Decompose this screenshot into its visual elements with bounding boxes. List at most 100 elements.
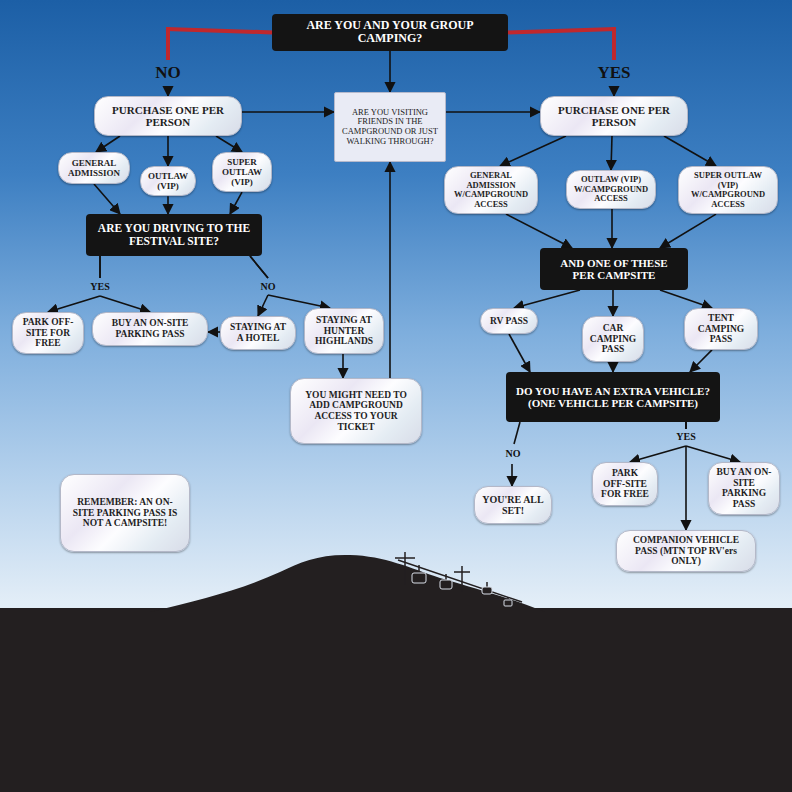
- question-box: AND ONE OF THESE PER CAMPSITE: [540, 248, 688, 290]
- flow-connector: [630, 422, 686, 462]
- flow-connector: [250, 256, 330, 308]
- connector-segment: [685, 422, 687, 429]
- edge-label: NO: [261, 282, 276, 292]
- question-box: ARE YOU DRIVING TO THE FESTIVAL SITE?: [86, 214, 262, 256]
- connector-segment: [514, 290, 580, 308]
- connector-segment: [389, 51, 391, 92]
- flow-connector: [500, 136, 566, 166]
- connector-segment: [342, 354, 344, 378]
- node-text: PURCHASE ONE PER PERSON: [102, 104, 234, 129]
- edge-label: YES: [597, 64, 630, 81]
- option-pill: PURCHASE ONE PER PERSON: [540, 96, 688, 136]
- option-pill: SUPER OUTLAW (VIP): [212, 152, 272, 192]
- option-pill: TENT CAMPING PASS: [684, 308, 758, 350]
- connector-segment: [242, 111, 334, 113]
- node-text: SUPER OUTLAW (VIP): [220, 157, 264, 187]
- option-pill: YOU MIGHT NEED TO ADD CAMPGROUND ACCESS …: [290, 378, 422, 444]
- node-text: ARE YOU AND YOUR GROUP CAMPING?: [280, 19, 500, 46]
- connector-segment: [250, 256, 268, 278]
- edge-label: NO: [506, 449, 521, 459]
- red-bracket-line: [168, 29, 272, 32]
- option-pill: OUTLAW (VIP): [140, 166, 196, 196]
- node-text: OUTLAW (VIP): [148, 171, 188, 191]
- option-pill: RV PASS: [480, 308, 538, 334]
- node-text: BUY AN ON-SITE PARKING PASS: [716, 467, 772, 510]
- flow-connector: [96, 136, 120, 152]
- flow-connector: [216, 136, 242, 152]
- option-pill: STAYING AT HUNTER HIGHLANDS: [304, 308, 384, 354]
- node-text: STAYING AT A HOTEL: [228, 322, 288, 343]
- node-text: GENERAL ADMISSION: [66, 158, 122, 178]
- flow-connector: [506, 214, 572, 248]
- connector-segment: [167, 136, 169, 166]
- connector-segment: [258, 295, 268, 316]
- connector-segment: [167, 86, 169, 96]
- connector-segment: [500, 136, 566, 166]
- ground: [0, 608, 792, 792]
- flow-connector: [509, 334, 530, 372]
- option-pill: CAR CAMPING PASS: [582, 316, 644, 362]
- node-text: ARE YOU VISITING FRIENDS IN THE CAMPGROU…: [342, 108, 438, 146]
- connector-segment: [611, 209, 613, 248]
- node-text: PARK OFF-SITE FOR FREE: [600, 468, 650, 500]
- connector-segment: [611, 136, 612, 170]
- flow-connector: [613, 362, 614, 372]
- connector-segment: [612, 290, 614, 316]
- option-pill: YOU'RE ALL SET!: [474, 486, 552, 524]
- connector-segment: [660, 214, 716, 248]
- edge-label: NO: [155, 64, 181, 81]
- connector-segment: [630, 446, 686, 462]
- mountain: [150, 555, 545, 612]
- node-text: PARK OFF-SITE FOR FREE: [20, 317, 76, 349]
- node-text: ARE YOU DRIVING TO THE FESTIVAL SITE?: [94, 222, 254, 248]
- option-pill: OUTLAW (VIP) W/CAMPGROUND ACCESS: [566, 170, 656, 209]
- node-text: DO YOU HAVE AN EXTRA VEHICLE? (ONE VEHIC…: [514, 385, 712, 410]
- node-text: RV PASS: [490, 316, 528, 327]
- connector-segment: [511, 464, 513, 486]
- flow-connector: [690, 350, 712, 372]
- connector-segment: [686, 446, 740, 462]
- node-text: REMEMBER: AN ON-SITE PARKING PASS IS NOT…: [68, 497, 182, 529]
- connector-segment: [216, 136, 242, 152]
- chairlift-cars: [412, 573, 512, 606]
- edge-label: YES: [90, 282, 109, 292]
- flow-connector: [686, 422, 740, 462]
- connector-segment: [167, 196, 169, 214]
- flow-connector: [242, 112, 334, 113]
- edge-label: YES: [676, 432, 695, 442]
- flow-connector: [94, 184, 120, 214]
- flow-connector: [660, 290, 712, 308]
- connector-segment: [99, 256, 101, 278]
- node-text: SUPER OUTLAW (VIP) W/CAMPGROUND ACCESS: [686, 171, 770, 209]
- option-pill: GENERAL ADMISSION: [58, 152, 130, 184]
- flow-connector: [208, 332, 220, 333]
- red-bracket-line: [612, 29, 616, 58]
- flow-connector: [613, 290, 614, 316]
- node-text: OUTLAW (VIP) W/CAMPGROUND ACCESS: [574, 175, 648, 204]
- connector-segment: [230, 192, 242, 214]
- flow-connector: [611, 136, 612, 170]
- connector-segment: [268, 295, 330, 308]
- node-text: COMPANION VEHICLE PASS (MTN TOP RV'ers O…: [624, 535, 748, 567]
- connector-segment: [94, 184, 120, 214]
- option-pill: PARK OFF-SITE FOR FREE: [592, 462, 658, 506]
- connector-segment: [685, 422, 687, 429]
- connector-segment: [446, 111, 540, 113]
- connector-segment: [690, 350, 712, 372]
- flow-connector: [390, 162, 391, 378]
- connector-segment: [685, 446, 687, 530]
- connector-segment: [685, 422, 687, 429]
- connector-segment: [613, 86, 615, 96]
- flow-connector: [168, 136, 169, 166]
- connector-segment: [509, 334, 530, 372]
- option-pill: COMPANION VEHICLE PASS (MTN TOP RV'ers O…: [616, 530, 756, 572]
- chairlift: [395, 552, 522, 602]
- node-text: GENERAL ADMISSION W/CAMPGROUND ACCESS: [452, 171, 530, 209]
- node-text: BUY AN ON-SITE PARKING PASS: [100, 318, 200, 339]
- question-box: ARE YOU AND YOUR GROUP CAMPING?: [272, 14, 508, 51]
- connector-segment: [514, 422, 520, 444]
- flow-connector: [343, 354, 344, 378]
- option-pill: PARK OFF-SITE FOR FREE: [12, 312, 84, 354]
- connector-segment: [208, 331, 220, 333]
